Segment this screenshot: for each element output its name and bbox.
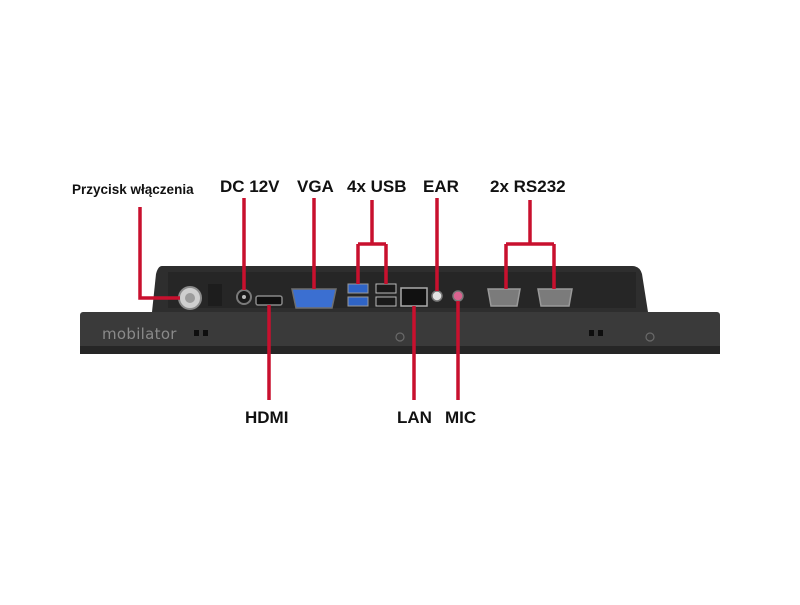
bezel-vent xyxy=(598,330,603,336)
screw-icon xyxy=(645,332,655,342)
dc-pin xyxy=(242,295,246,299)
bezel-shadow xyxy=(80,346,720,354)
label-lan: LAN xyxy=(397,408,432,427)
bezel-vent xyxy=(589,330,594,336)
leader-rs232 xyxy=(504,200,556,289)
label-rs232: 2x RS232 xyxy=(490,177,566,196)
label-mic: MIC xyxy=(445,408,477,427)
bezel-vent xyxy=(194,330,199,336)
label-ear: EAR xyxy=(423,177,459,196)
label-usb: 4x USB xyxy=(347,177,407,196)
usb-port-1 xyxy=(347,283,369,294)
leader-lines xyxy=(138,198,556,400)
screw-icon xyxy=(395,332,405,342)
rs232-port-2 xyxy=(537,288,573,307)
label-dc: DC 12V xyxy=(220,177,280,196)
leader-usb xyxy=(356,200,388,284)
mic-jack xyxy=(452,290,464,302)
lan-port xyxy=(400,287,428,307)
rs232-port-1 xyxy=(487,288,521,307)
brand-logo: mobilator xyxy=(102,325,177,343)
power-icon xyxy=(185,293,195,303)
leader-power xyxy=(138,207,180,300)
hdmi-port xyxy=(255,295,283,306)
label-hdmi: HDMI xyxy=(245,408,289,427)
label-power: Przycisk włączenia xyxy=(72,182,194,197)
card-slot xyxy=(208,284,222,306)
vga-port xyxy=(291,288,337,309)
ear-jack xyxy=(431,290,443,302)
usb-port-3 xyxy=(375,283,397,294)
usb-port-4 xyxy=(375,296,397,307)
bezel-vent xyxy=(203,330,208,336)
label-vga: VGA xyxy=(297,177,334,196)
usb-port-2 xyxy=(347,296,369,307)
